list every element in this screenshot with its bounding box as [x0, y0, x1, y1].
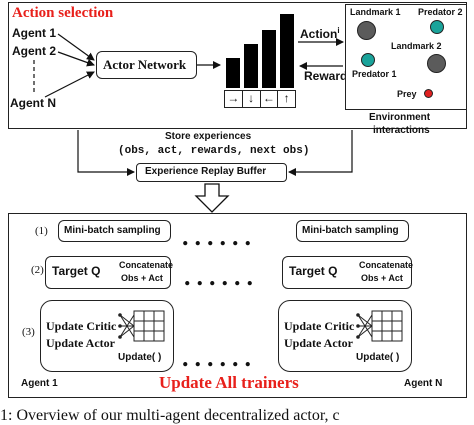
- down-arrow-icon: ↓: [243, 91, 261, 107]
- step-3-label: (3): [22, 326, 35, 338]
- update-actor-label-agent-1: Update Actor: [46, 336, 115, 350]
- environment-caption-line2: interactions: [373, 125, 430, 136]
- ellipsis-row-3: ......: [182, 343, 257, 372]
- minibatch-box-agent-n: [296, 220, 409, 242]
- step-1-label: (1): [35, 225, 48, 237]
- experience-replay-buffer-label: Experience Replay Buffer: [145, 166, 267, 177]
- target-q-label-agent-n: Target Q: [289, 264, 338, 278]
- action-bar: [244, 44, 258, 88]
- landmark-1-circle: [357, 21, 376, 40]
- prey-circle: [424, 89, 433, 98]
- right-arrow-icon: →: [225, 91, 243, 107]
- target-q-label-agent-1: Target Q: [52, 264, 101, 278]
- landmark-2-circle: [427, 54, 446, 73]
- update-critic-label-agent-n: Update Critic: [284, 319, 355, 333]
- agent-n-label: Agent N: [10, 96, 56, 110]
- actor-network-box: [96, 51, 197, 79]
- reward-label: Reward: [304, 69, 348, 83]
- update-critic-label-agent-1: Update Critic: [46, 319, 117, 333]
- predator-1-label: Predator 1: [352, 69, 397, 79]
- update-box-agent-n: [278, 300, 412, 372]
- network-icon: [356, 309, 404, 343]
- action-label: Actioni: [300, 26, 340, 41]
- ellipsis-row-1: ......: [182, 222, 257, 251]
- concat-line2-agent-1: Obs + Act: [121, 273, 163, 283]
- update-box-agent-1: [40, 300, 174, 372]
- concat-line1-agent-1: Concatenate: [119, 260, 174, 270]
- experience-tuple-label: (obs, act, rewards, next obs): [118, 145, 310, 157]
- agent-1-bottom-label: Agent 1: [21, 378, 58, 389]
- action-distribution: → ↓ ← ↑: [222, 6, 297, 116]
- experience-replay-buffer-box: [136, 163, 287, 182]
- update-fn-label-agent-n: Update( ): [356, 352, 400, 363]
- minibatch-label-agent-1: Mini-batch sampling: [64, 225, 161, 236]
- action-grid: → ↓ ← ↑: [224, 90, 296, 108]
- store-experiences-label: Store experiences: [165, 131, 252, 142]
- concat-line1-agent-n: Concatenate: [359, 260, 414, 270]
- predator-2-label: Predator 2: [418, 7, 463, 17]
- left-arrow-icon: ←: [261, 91, 279, 107]
- predator-1-circle: [361, 53, 375, 67]
- action-bar: [280, 14, 294, 88]
- network-icon: [118, 309, 166, 343]
- figure-caption: 1: Overview of our multi-agent decentral…: [0, 407, 340, 424]
- actor-network-label: Actor Network: [103, 57, 187, 72]
- update-actor-label-agent-n: Update Actor: [284, 336, 353, 350]
- landmark-2-label: Landmark 2: [391, 41, 442, 51]
- agent-2-label: Agent 2: [12, 44, 57, 58]
- agent-n-bottom-label: Agent N: [404, 378, 443, 389]
- prey-label: Prey: [397, 89, 417, 99]
- up-arrow-icon: ↑: [283, 91, 290, 105]
- concat-line2-agent-n: Obs + Act: [361, 273, 403, 283]
- action-bar: [226, 58, 240, 88]
- landmark-1-label: Landmark 1: [350, 7, 401, 17]
- action-bar: [262, 30, 276, 88]
- minibatch-box-agent-1: [58, 220, 171, 242]
- action-selection-title: Action selection: [12, 5, 114, 21]
- agent-1-label: Agent 1: [12, 26, 57, 40]
- target-q-box-agent-n: [282, 256, 412, 289]
- ellipsis-row-2: ......: [184, 262, 259, 291]
- update-fn-label-agent-1: Update( ): [118, 352, 162, 363]
- action-superscript: i: [337, 26, 340, 35]
- step-2-label: (2): [31, 264, 44, 276]
- update-all-trainers-title: Update All trainers: [159, 373, 299, 392]
- target-q-box-agent-1: [45, 256, 171, 289]
- environment-caption-line1: Environment: [369, 112, 431, 123]
- minibatch-label-agent-n: Mini-batch sampling: [302, 225, 399, 236]
- predator-2-circle: [430, 20, 444, 34]
